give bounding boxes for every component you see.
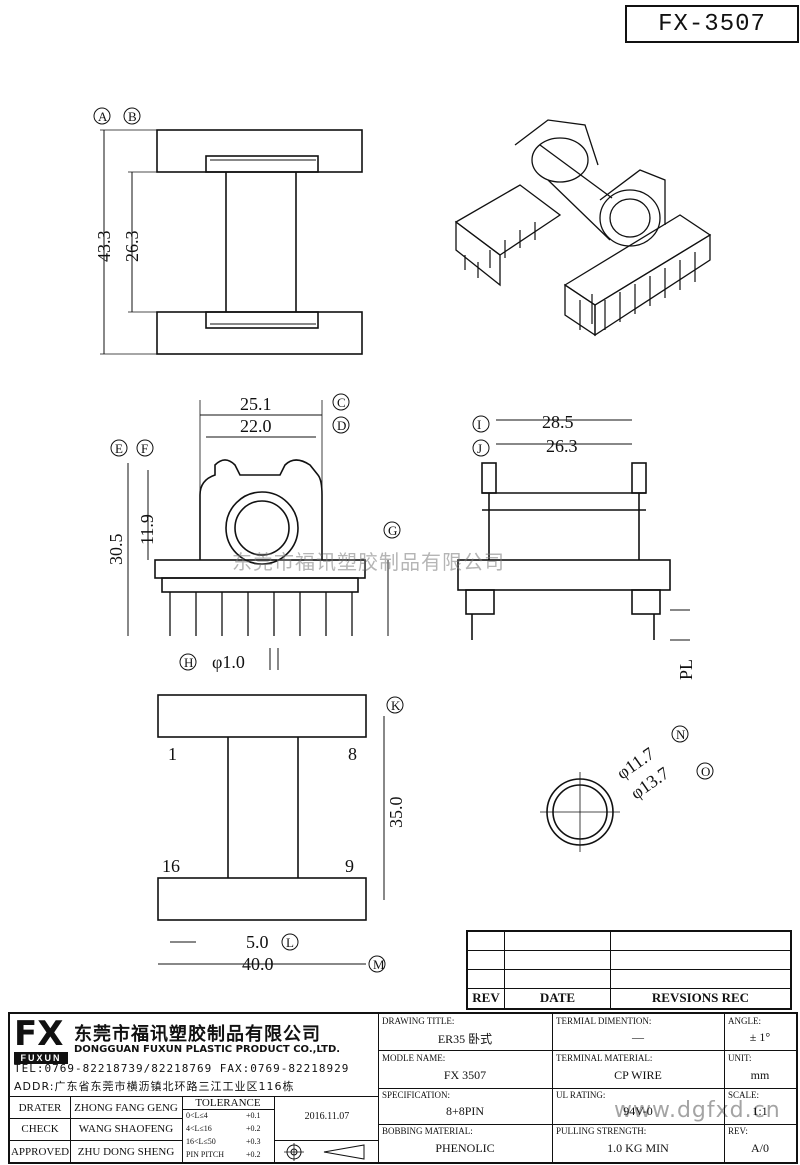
dim-25-1: 25.1 <box>240 394 272 414</box>
label-G: G <box>388 523 397 538</box>
rev-label: REV: <box>728 1126 748 1136</box>
check-name: WANG SHAOFENG <box>70 1118 183 1141</box>
unit: mm <box>750 1068 770 1082</box>
bobbing-material: PHENOLIC <box>435 1141 495 1155</box>
label-O: O <box>701 764 710 779</box>
logo-text: FX <box>14 1014 64 1054</box>
drawing-date: 2016.11.07 <box>304 1111 350 1122</box>
scale-label: SCALE: <box>728 1090 760 1100</box>
pin-diameter: φ1.0 <box>212 652 245 672</box>
circle-detail <box>540 725 714 852</box>
bobbing-material-label: BOBBING MATERIAL: <box>382 1126 473 1136</box>
dim-5-0: 5.0 <box>246 932 269 952</box>
tol-value-4: +0.2 <box>246 1150 261 1159</box>
drawing-title: ER35 卧式 <box>437 1032 493 1046</box>
model-name: FX 3507 <box>443 1068 487 1082</box>
label-M: M <box>373 957 385 972</box>
ul-rating: 94V-0 <box>623 1104 653 1118</box>
drater-name: ZHONG FANG GENG <box>70 1097 183 1119</box>
drater-label: DRATER <box>10 1097 71 1119</box>
check-label: CHECK <box>10 1118 71 1141</box>
tol-value-1: +0.1 <box>246 1111 261 1120</box>
tol-range-4: PIN PITCH <box>186 1150 225 1159</box>
dim-22-0: 22.0 <box>240 416 272 436</box>
label-E: E <box>115 441 123 456</box>
approved-label: APPROVED <box>10 1140 71 1163</box>
scale: 1:1 <box>752 1104 768 1118</box>
tol-value-2: +0.2 <box>246 1124 261 1133</box>
label-I: I <box>477 417 481 432</box>
label-J: J <box>477 441 482 456</box>
pin-8: 8 <box>348 744 357 764</box>
pulling-strength-label: PULLING STRENGTH: <box>556 1126 647 1136</box>
label-D: D <box>337 418 346 433</box>
tol-range-2: 4<L≤16 <box>186 1124 212 1133</box>
logo-subtext: FUXUN <box>14 1052 68 1064</box>
label-K: K <box>391 698 401 713</box>
rev: A/0 <box>751 1141 769 1155</box>
spec-block: DRAWING TITLE: ER35 卧式 MODLE NAME: FX 35… <box>378 1014 796 1162</box>
signature-block: DRATER ZHONG FANG GENG CHECK WANG SHAOFE… <box>10 1096 378 1163</box>
title-block: FX FUXUN 东莞市福讯塑胶制品有限公司 DONGGUAN FUXUN PL… <box>8 1012 798 1164</box>
angle-label: ANGLE: <box>728 1016 761 1026</box>
dim-35-0: 35.0 <box>386 797 406 829</box>
tolerance-label: TOLERANCE <box>182 1097 275 1110</box>
dim-pl: PL <box>676 659 696 680</box>
company-block: FX FUXUN 东莞市福讯塑胶制品有限公司 DONGGUAN FUXUN PL… <box>10 1014 379 1163</box>
watermark-site: www.dgfxd.cn <box>614 1098 781 1123</box>
part-number: FX-3507 <box>625 5 799 43</box>
pulling-strength: 1.0 KG MIN <box>607 1141 669 1155</box>
terminal-dimention: — <box>632 1030 644 1044</box>
dim-40-0: 40.0 <box>242 954 274 974</box>
label-F: F <box>141 441 148 456</box>
pin-1: 1 <box>168 744 177 764</box>
terminal-material-label: TERMINAL MATERIAL: <box>556 1053 653 1063</box>
revisions-header: REVSIONS REC <box>610 987 792 1010</box>
specification-label: SPECIFICATION: <box>382 1090 451 1100</box>
date-header: DATE <box>504 987 611 1010</box>
company-address: ADDR:广东省东莞市横沥镇北环路三江工业区116栋 <box>14 1080 295 1093</box>
dim-26-3-side: 26.3 <box>546 436 578 456</box>
isometric-view <box>454 119 712 337</box>
top-view <box>93 107 363 355</box>
tol-range-1: 0<L≤4 <box>186 1111 208 1120</box>
ul-rating-label: UL RATING: <box>556 1090 606 1100</box>
label-A: A <box>98 109 108 124</box>
terminal-dimention-label: TERMIAL DIMENTION: <box>556 1016 652 1026</box>
approved-name: ZHU DONG SHENG <box>70 1140 183 1163</box>
pin-16: 16 <box>162 856 180 876</box>
angle: ± 1° <box>749 1030 771 1044</box>
bottom-view <box>157 694 404 973</box>
rev-header: REV <box>466 987 505 1010</box>
terminal-material: CP WIRE <box>614 1068 662 1082</box>
technical-drawing: A B 43.3 26.3 25.1 22.0 C D E F 30.5 11.… <box>93 107 714 974</box>
dim-28-5: 28.5 <box>542 412 574 432</box>
dim-43-3: 43.3 <box>94 231 114 263</box>
revision-table: REV DATE REVSIONS REC <box>466 930 792 1010</box>
model-name-label: MODLE NAME: <box>382 1053 446 1063</box>
company-tel: TEL:0769-82218739/82218769 FAX:0769-8221… <box>14 1062 350 1075</box>
front-view <box>110 393 401 671</box>
watermark-company: 东莞市福讯塑胶制品有限公司 <box>232 550 505 574</box>
label-B: B <box>128 109 137 124</box>
projection-symbol-icon <box>284 1143 365 1161</box>
company-name-en: DONGGUAN FUXUN PLASTIC PRODUCT CO.,LTD. <box>74 1044 341 1055</box>
drawing-title-label: DRAWING TITLE: <box>382 1016 455 1026</box>
tol-value-3: +0.3 <box>246 1137 261 1146</box>
label-H: H <box>184 655 193 670</box>
dim-11-9: 11.9 <box>137 514 157 545</box>
company-name-cn: 东莞市福讯塑胶制品有限公司 <box>74 1024 321 1045</box>
unit-label: UNIT: <box>728 1053 752 1063</box>
pin-9: 9 <box>345 856 354 876</box>
side-view <box>457 415 690 641</box>
dim-30-5: 30.5 <box>106 534 126 566</box>
label-L: L <box>286 935 294 950</box>
tol-range-3: 16<L≤50 <box>186 1137 216 1146</box>
label-N: N <box>676 727 686 742</box>
company-logo: FX FUXUN <box>14 1014 70 1066</box>
specification: 8+8PIN <box>445 1104 485 1118</box>
dim-26-3-left: 26.3 <box>122 231 142 263</box>
label-C: C <box>337 395 346 410</box>
